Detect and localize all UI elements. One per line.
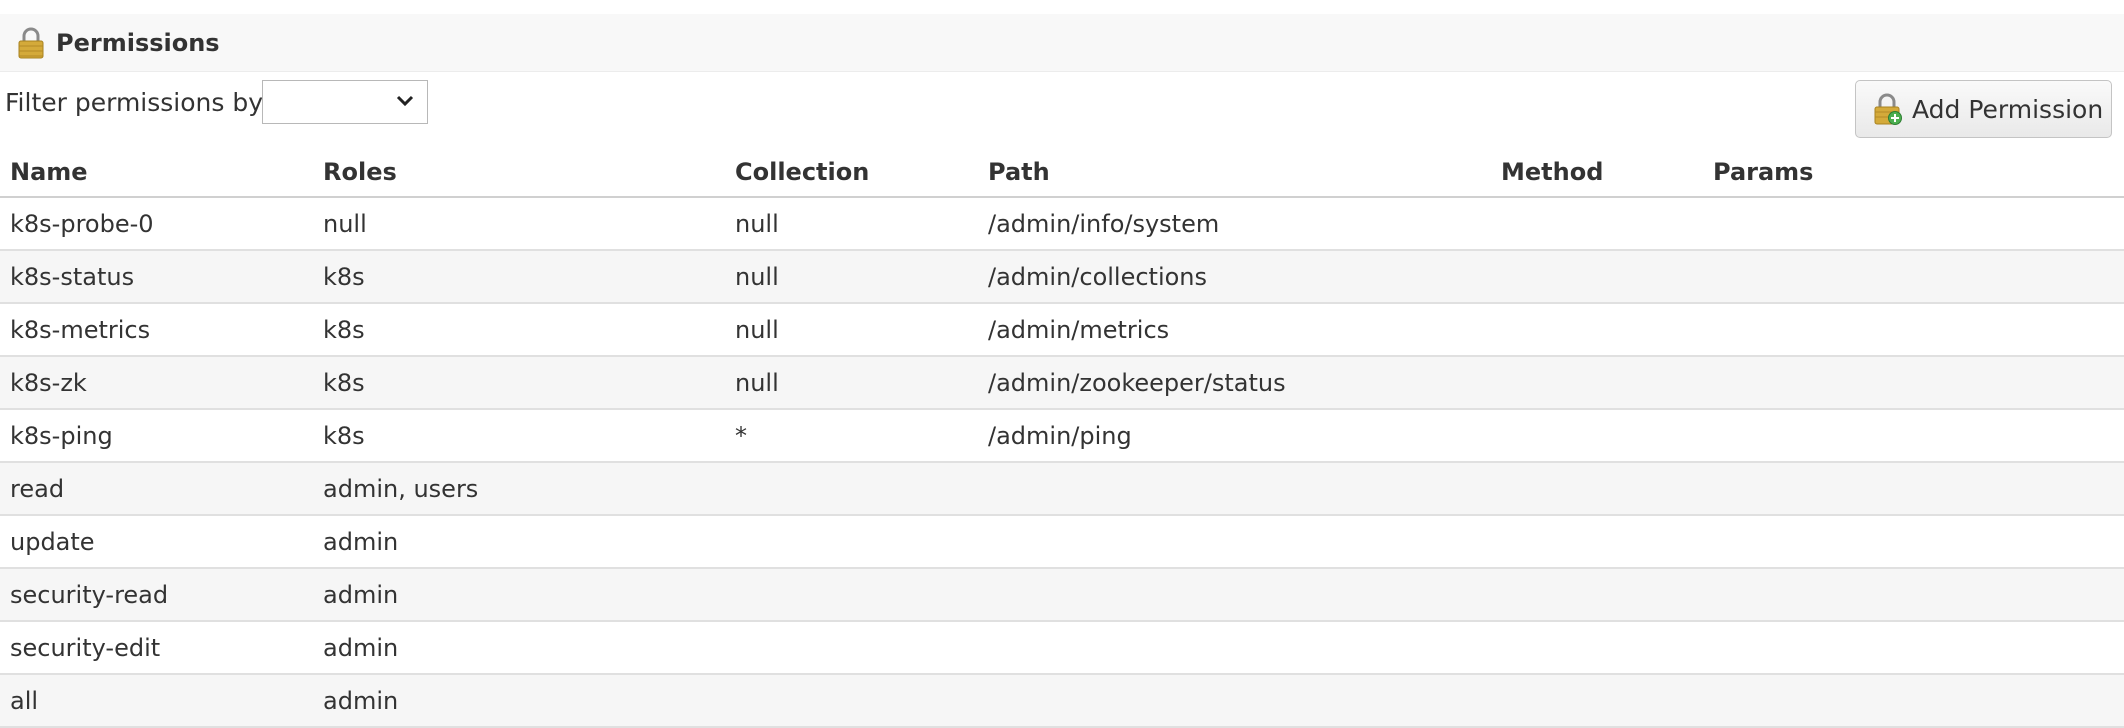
table-row[interactable]: k8s-metrics k8s null /admin/metrics bbox=[0, 303, 2124, 357]
cell-method bbox=[1491, 515, 1703, 569]
cell-collection: null bbox=[725, 197, 978, 251]
cell-method bbox=[1491, 409, 1703, 463]
cell-method bbox=[1491, 621, 1703, 675]
cell-path bbox=[978, 462, 1491, 516]
cell-name[interactable]: update bbox=[0, 515, 313, 569]
cell-params bbox=[1703, 409, 2124, 463]
cell-roles: k8s bbox=[313, 250, 725, 304]
column-header-name[interactable]: Name bbox=[0, 148, 313, 198]
cell-params bbox=[1703, 568, 2124, 622]
permissions-panel: Permissions bbox=[0, 14, 2124, 72]
cell-collection bbox=[725, 568, 978, 622]
cell-method bbox=[1491, 197, 1703, 251]
table-row[interactable]: security-read admin bbox=[0, 568, 2124, 622]
cell-roles: admin bbox=[313, 621, 725, 675]
cell-params bbox=[1703, 303, 2124, 357]
cell-collection: null bbox=[725, 250, 978, 304]
cell-name[interactable]: k8s-probe-0 bbox=[0, 197, 313, 251]
cell-name[interactable]: k8s-zk bbox=[0, 356, 313, 410]
table-row[interactable]: k8s-probe-0 null null /admin/info/system bbox=[0, 197, 2124, 251]
chevron-down-icon bbox=[396, 95, 414, 107]
cell-name[interactable]: security-edit bbox=[0, 621, 313, 675]
cell-params bbox=[1703, 197, 2124, 251]
cell-roles: k8s bbox=[313, 409, 725, 463]
cell-method bbox=[1491, 674, 1703, 728]
cell-name[interactable]: k8s-status bbox=[0, 250, 313, 304]
filter-select[interactable] bbox=[262, 80, 428, 124]
table-row[interactable]: k8s-ping k8s * /admin/ping bbox=[0, 409, 2124, 463]
cell-method bbox=[1491, 568, 1703, 622]
cell-collection bbox=[725, 674, 978, 728]
cell-name[interactable]: k8s-ping bbox=[0, 409, 313, 463]
cell-collection: null bbox=[725, 303, 978, 357]
cell-roles: admin, users bbox=[313, 462, 725, 516]
cell-method bbox=[1491, 303, 1703, 357]
cell-path bbox=[978, 568, 1491, 622]
table-row[interactable]: k8s-status k8s null /admin/collections bbox=[0, 250, 2124, 304]
table-row[interactable]: k8s-zk k8s null /admin/zookeeper/status bbox=[0, 356, 2124, 410]
cell-path: /admin/ping bbox=[978, 409, 1491, 463]
cell-path bbox=[978, 674, 1491, 728]
cell-roles: null bbox=[313, 197, 725, 251]
add-permission-button[interactable]: Add Permission bbox=[1855, 80, 2112, 138]
cell-params bbox=[1703, 515, 2124, 569]
cell-name[interactable]: k8s-metrics bbox=[0, 303, 313, 357]
panel-header: Permissions bbox=[0, 14, 2124, 72]
filter-row: Filter permissions by: Add Permission bbox=[0, 68, 2124, 138]
column-header-params[interactable]: Params bbox=[1703, 148, 2124, 198]
cell-roles: k8s bbox=[313, 303, 725, 357]
lock-icon bbox=[18, 27, 44, 58]
cell-path: /admin/collections bbox=[978, 250, 1491, 304]
column-header-collection[interactable]: Collection bbox=[725, 148, 978, 198]
table-row[interactable]: security-edit admin bbox=[0, 621, 2124, 675]
cell-path bbox=[978, 621, 1491, 675]
cell-params bbox=[1703, 356, 2124, 410]
table-row[interactable]: all admin bbox=[0, 674, 2124, 728]
cell-roles: admin bbox=[313, 568, 725, 622]
cell-method bbox=[1491, 250, 1703, 304]
cell-params bbox=[1703, 462, 2124, 516]
cell-collection: null bbox=[725, 356, 978, 410]
table-header-row: Name Roles Collection Path Method Params bbox=[0, 148, 2124, 198]
cell-params bbox=[1703, 674, 2124, 728]
cell-collection bbox=[725, 462, 978, 516]
cell-roles: admin bbox=[313, 674, 725, 728]
column-header-method[interactable]: Method bbox=[1491, 148, 1703, 198]
cell-params bbox=[1703, 621, 2124, 675]
cell-collection bbox=[725, 621, 978, 675]
add-permission-label: Add Permission bbox=[1912, 94, 2104, 124]
cell-name[interactable]: security-read bbox=[0, 568, 313, 622]
cell-params bbox=[1703, 250, 2124, 304]
cell-name[interactable]: all bbox=[0, 674, 313, 728]
cell-method bbox=[1491, 356, 1703, 410]
cell-path: /admin/zookeeper/status bbox=[978, 356, 1491, 410]
filter-label: Filter permissions by: bbox=[5, 88, 270, 117]
cell-path bbox=[978, 515, 1491, 569]
cell-name[interactable]: read bbox=[0, 462, 313, 516]
permissions-table: Name Roles Collection Path Method Params… bbox=[0, 148, 2124, 728]
column-header-path[interactable]: Path bbox=[978, 148, 1491, 198]
cell-path: /admin/metrics bbox=[978, 303, 1491, 357]
lock-add-icon bbox=[1874, 93, 1902, 125]
table-row[interactable]: update admin bbox=[0, 515, 2124, 569]
cell-roles: k8s bbox=[313, 356, 725, 410]
cell-path: /admin/info/system bbox=[978, 197, 1491, 251]
column-header-roles[interactable]: Roles bbox=[313, 148, 725, 198]
cell-roles: admin bbox=[313, 515, 725, 569]
cell-collection: * bbox=[725, 409, 978, 463]
table-row[interactable]: read admin, users bbox=[0, 462, 2124, 516]
cell-method bbox=[1491, 462, 1703, 516]
panel-title: Permissions bbox=[56, 28, 220, 57]
cell-collection bbox=[725, 515, 978, 569]
